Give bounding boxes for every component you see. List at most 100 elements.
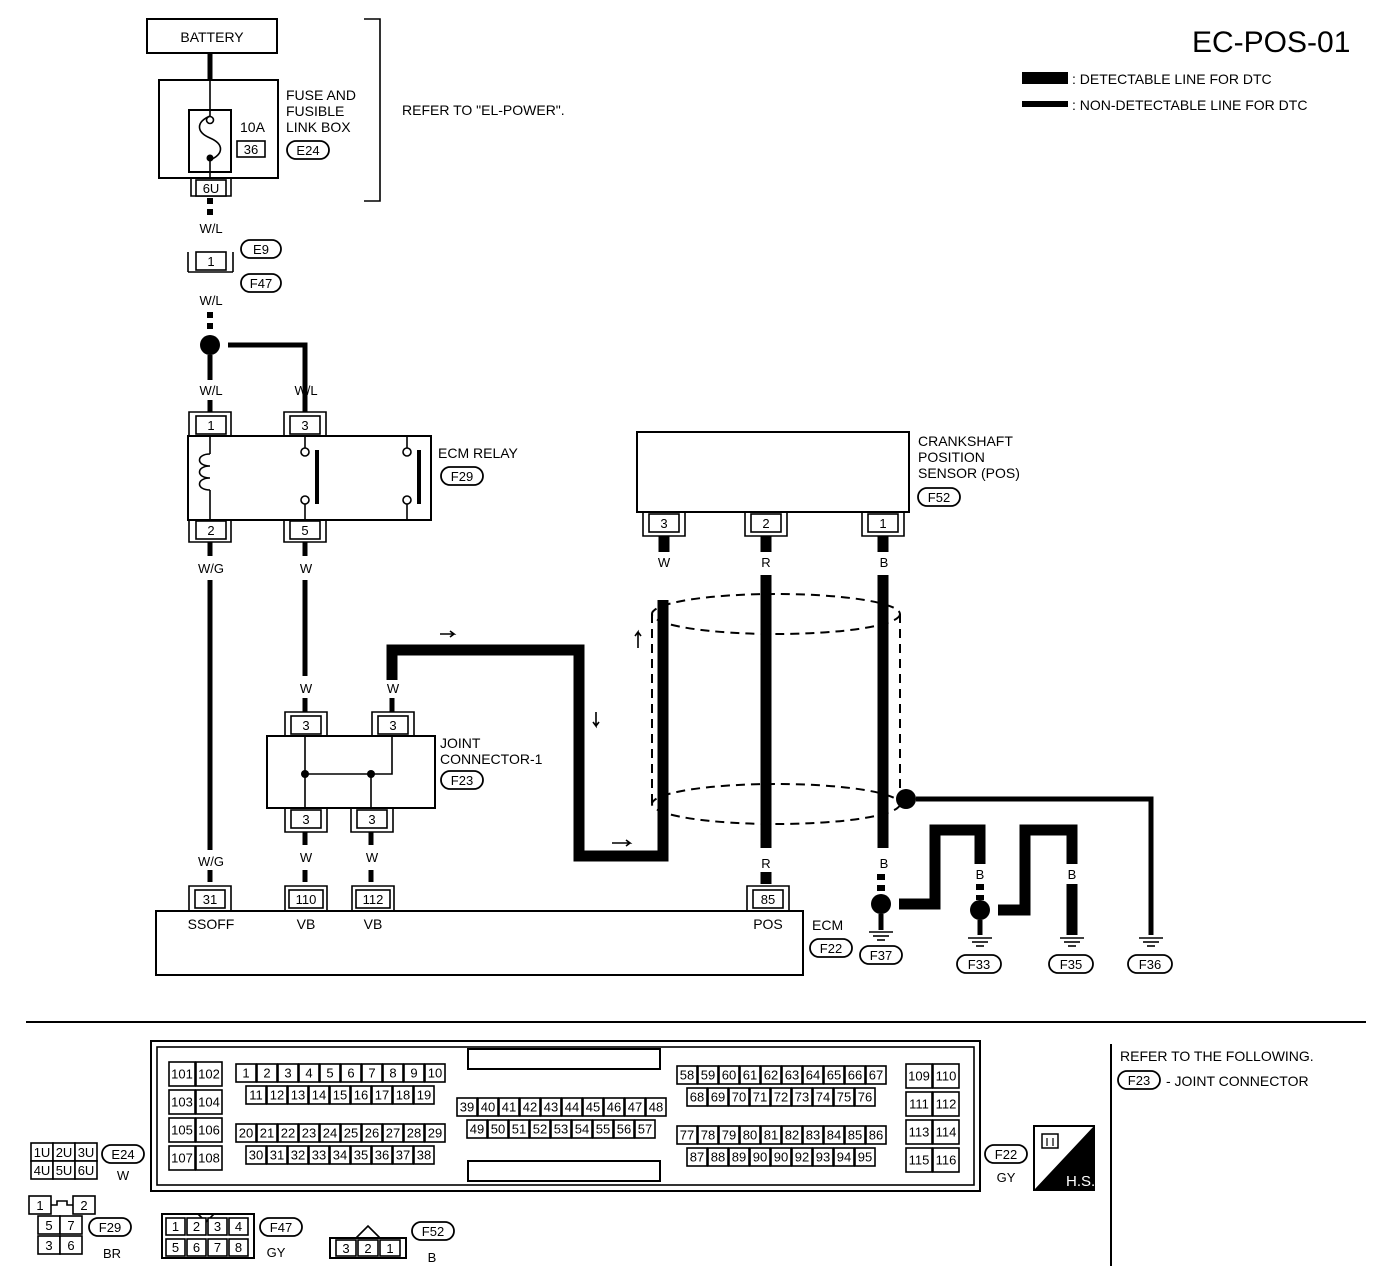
view-f29-color: BR xyxy=(103,1246,121,1261)
relay-coil-icon xyxy=(198,453,211,491)
ecm-connector-pin: 79 xyxy=(722,1128,736,1143)
inline-connector-pin-label: 1 xyxy=(207,254,214,269)
ecm-connector-pin: 115 xyxy=(909,1153,930,1168)
ecm-connector-pin: 22 xyxy=(281,1126,295,1141)
ecm-connector-pin: 85 xyxy=(848,1128,862,1143)
terminal-6u-label: 6U xyxy=(203,181,220,196)
ecm-connector-pin: 101 xyxy=(171,1067,193,1082)
ground-icon-f33 xyxy=(968,937,992,947)
ecm-connector-pin: 104 xyxy=(198,1095,220,1110)
ecm-pin-112: 112 xyxy=(363,892,384,907)
ecm-box xyxy=(155,910,804,976)
connector-view-e24: 1U 2U 3U 4U 5U 6U xyxy=(30,1142,98,1180)
harness-side-badge: H.S. xyxy=(1033,1125,1095,1191)
ecm-connector-pin: 25 xyxy=(344,1126,358,1141)
view-f52-color: B xyxy=(428,1250,437,1265)
ground-badge-f35 xyxy=(1048,954,1094,974)
view-badge-f52 xyxy=(411,1221,455,1241)
ecm-connector-pin: 114 xyxy=(936,1125,957,1140)
refer-badge-f23 xyxy=(1117,1070,1161,1090)
ecm-pin-name-pos: POS xyxy=(753,916,783,932)
f47-pin: 4 xyxy=(235,1219,242,1234)
ecm-connector-pin: 26 xyxy=(365,1126,379,1141)
ground-badge-f33 xyxy=(956,954,1002,974)
ecm-connector-pin: 21 xyxy=(260,1126,274,1141)
view-f47-color: GY xyxy=(267,1245,286,1260)
ecm-connector-pin: 46 xyxy=(607,1100,621,1115)
connector-f22-label: F22 xyxy=(820,941,842,956)
relay-pin-3: 3 xyxy=(301,418,308,433)
battery-label: BATTERY xyxy=(180,29,244,45)
ecm-connector-pin: 49 xyxy=(470,1122,484,1137)
f29-pin: 2 xyxy=(80,1198,87,1213)
ecm-connector-pin: 75 xyxy=(837,1090,851,1105)
connector-view-f52: 3 2 1 xyxy=(329,1224,407,1259)
ecm-connector-pin: 80 xyxy=(743,1128,757,1143)
ecm-connector-pin: 10 xyxy=(428,1066,442,1081)
wire-b-ground-2 xyxy=(998,824,1078,916)
ecm-connector-pin: 31 xyxy=(270,1148,284,1163)
joint-pin-bottom-1: 3 xyxy=(302,812,309,827)
ecm-connector-pin: 30 xyxy=(249,1148,263,1163)
ecm-connector-pin: 37 xyxy=(396,1148,410,1163)
ecm-relay-box xyxy=(187,435,432,521)
e24-pin: 2U xyxy=(56,1145,73,1160)
ecm-connector-pin: 18 xyxy=(396,1088,410,1103)
view-badge-e24 xyxy=(101,1144,145,1164)
ecm-connector-pin: 110 xyxy=(936,1069,957,1084)
battery-box xyxy=(146,18,278,54)
ecm-connector-pin: 39 xyxy=(460,1100,474,1115)
ecm-connector-pin: 1 xyxy=(242,1066,249,1081)
ecm-connector-pin: 12 xyxy=(270,1088,284,1103)
wire-label-b-3: B xyxy=(930,867,939,882)
fuse-box-label-2: FUSIBLE xyxy=(286,103,344,119)
crankshaft-label-3: SENSOR (POS) xyxy=(918,465,1020,481)
ecm-connector-pin: 87 xyxy=(690,1150,704,1165)
connector-badge-e24 xyxy=(286,140,330,160)
fuse-icon xyxy=(198,115,222,161)
ecm-connector-pin: 90 xyxy=(774,1150,788,1165)
ecm-connector-pin: 60 xyxy=(722,1068,736,1083)
ecm-connector-pin: 81 xyxy=(764,1128,778,1143)
ecm-connector-pin: 29 xyxy=(428,1126,442,1141)
ecm-connector-pin: 90 xyxy=(753,1150,767,1165)
crankshaft-label-1: CRANKSHAFT xyxy=(918,433,1013,449)
fuse-rating: 10A xyxy=(240,119,266,135)
legend-thick-swatch xyxy=(1022,72,1068,84)
wire-label-r-2: R xyxy=(761,856,770,871)
wire-label-r-1: R xyxy=(761,555,770,570)
connector-view-f29: 1 2 5 7 3 6 xyxy=(28,1195,96,1255)
ecm-connector-pin: 58 xyxy=(680,1068,694,1083)
wire-shield-detectable xyxy=(386,600,669,862)
signal-arrow-4 xyxy=(634,629,642,648)
connector-e24-label: E24 xyxy=(296,143,319,158)
view-badge-f22 xyxy=(984,1144,1028,1164)
e24-pin: 6U xyxy=(78,1163,95,1178)
refer-f23-label: F23 xyxy=(1128,1073,1150,1088)
connector-badge-f29 xyxy=(440,466,484,486)
ecm-connector-pin: 20 xyxy=(239,1126,253,1141)
ground-f36-label: F36 xyxy=(1139,957,1161,972)
ecm-connector-pin: 88 xyxy=(711,1150,725,1165)
joint-connector-box xyxy=(266,735,436,809)
ecm-connector-pin: 33 xyxy=(312,1148,326,1163)
ecm-connector-pin: 13 xyxy=(291,1088,305,1103)
wire-label-b-4: B xyxy=(976,867,985,882)
fuse-box-label-1: FUSE AND xyxy=(286,87,356,103)
ecm-connector-pin: 14 xyxy=(312,1088,326,1103)
ecm-label: ECM xyxy=(812,917,843,933)
ecm-connector-pin: 34 xyxy=(333,1148,347,1163)
ecm-connector-pin: 45 xyxy=(586,1100,600,1115)
ground-splice-f33 xyxy=(970,900,990,920)
ecm-connector-pin: 70 xyxy=(732,1090,746,1105)
ecm-connector-pin: 107 xyxy=(171,1151,193,1166)
wire-label-w-6: W xyxy=(658,555,671,570)
f29-pin: 1 xyxy=(36,1198,43,1213)
shield-drain-point xyxy=(896,789,916,809)
ecm-connector-pin: 64 xyxy=(806,1068,820,1083)
ecm-connector-pin: 11 xyxy=(249,1088,263,1103)
wire-label-wg-2: W/G xyxy=(198,854,224,869)
